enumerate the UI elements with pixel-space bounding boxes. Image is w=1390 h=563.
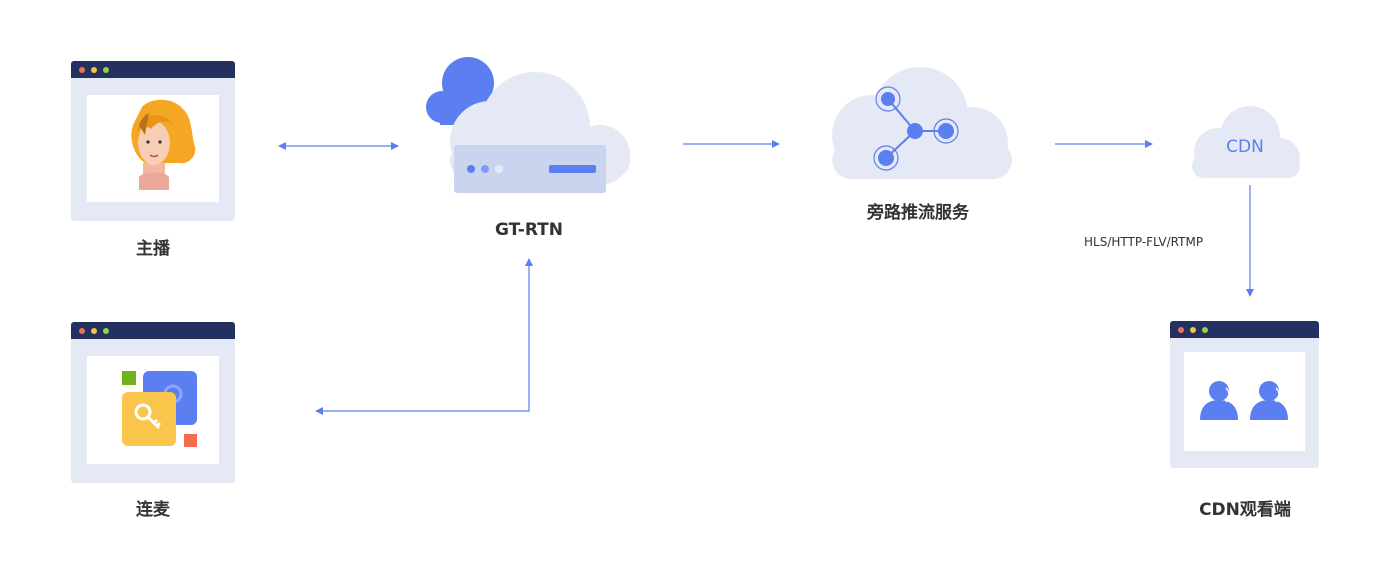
users-icon bbox=[1200, 381, 1288, 420]
bypass-cloud bbox=[832, 67, 1012, 179]
bypass-label: 旁路推流服务 bbox=[867, 203, 969, 223]
maximize-dot bbox=[103, 328, 109, 334]
avatar-icon bbox=[131, 99, 196, 190]
window-titlebar bbox=[71, 61, 235, 78]
key-icon bbox=[122, 371, 197, 447]
window-screen bbox=[87, 356, 219, 464]
minimize-dot bbox=[91, 328, 97, 334]
window-screen bbox=[87, 95, 219, 202]
maximize-dot bbox=[103, 67, 109, 73]
minimize-dot bbox=[91, 67, 97, 73]
window-screen bbox=[1184, 352, 1305, 451]
cohost-label: 连麦 bbox=[136, 500, 170, 520]
close-dot bbox=[1178, 327, 1184, 333]
protocol-label: HLS/HTTP-FLV/RTMP bbox=[1084, 235, 1204, 249]
cdn-cloud bbox=[1192, 106, 1300, 178]
viewer-label: CDN观看端 bbox=[1199, 500, 1291, 520]
rtn-cloud bbox=[426, 57, 630, 193]
close-dot bbox=[79, 328, 85, 334]
rtn-label: GT-RTN bbox=[495, 220, 563, 240]
host-label: 主播 bbox=[136, 239, 170, 259]
cohost-window bbox=[71, 322, 235, 483]
maximize-dot bbox=[1202, 327, 1208, 333]
cdn-cloud-text: CDN bbox=[1226, 137, 1264, 157]
close-dot bbox=[79, 67, 85, 73]
host-window bbox=[71, 61, 235, 221]
viewer-window bbox=[1170, 321, 1319, 468]
arrow-rtn-cohost bbox=[315, 258, 533, 415]
minimize-dot bbox=[1190, 327, 1196, 333]
window-titlebar bbox=[71, 322, 235, 339]
server-icon bbox=[454, 145, 606, 193]
network-icon bbox=[873, 86, 959, 171]
window-titlebar bbox=[1170, 321, 1319, 338]
